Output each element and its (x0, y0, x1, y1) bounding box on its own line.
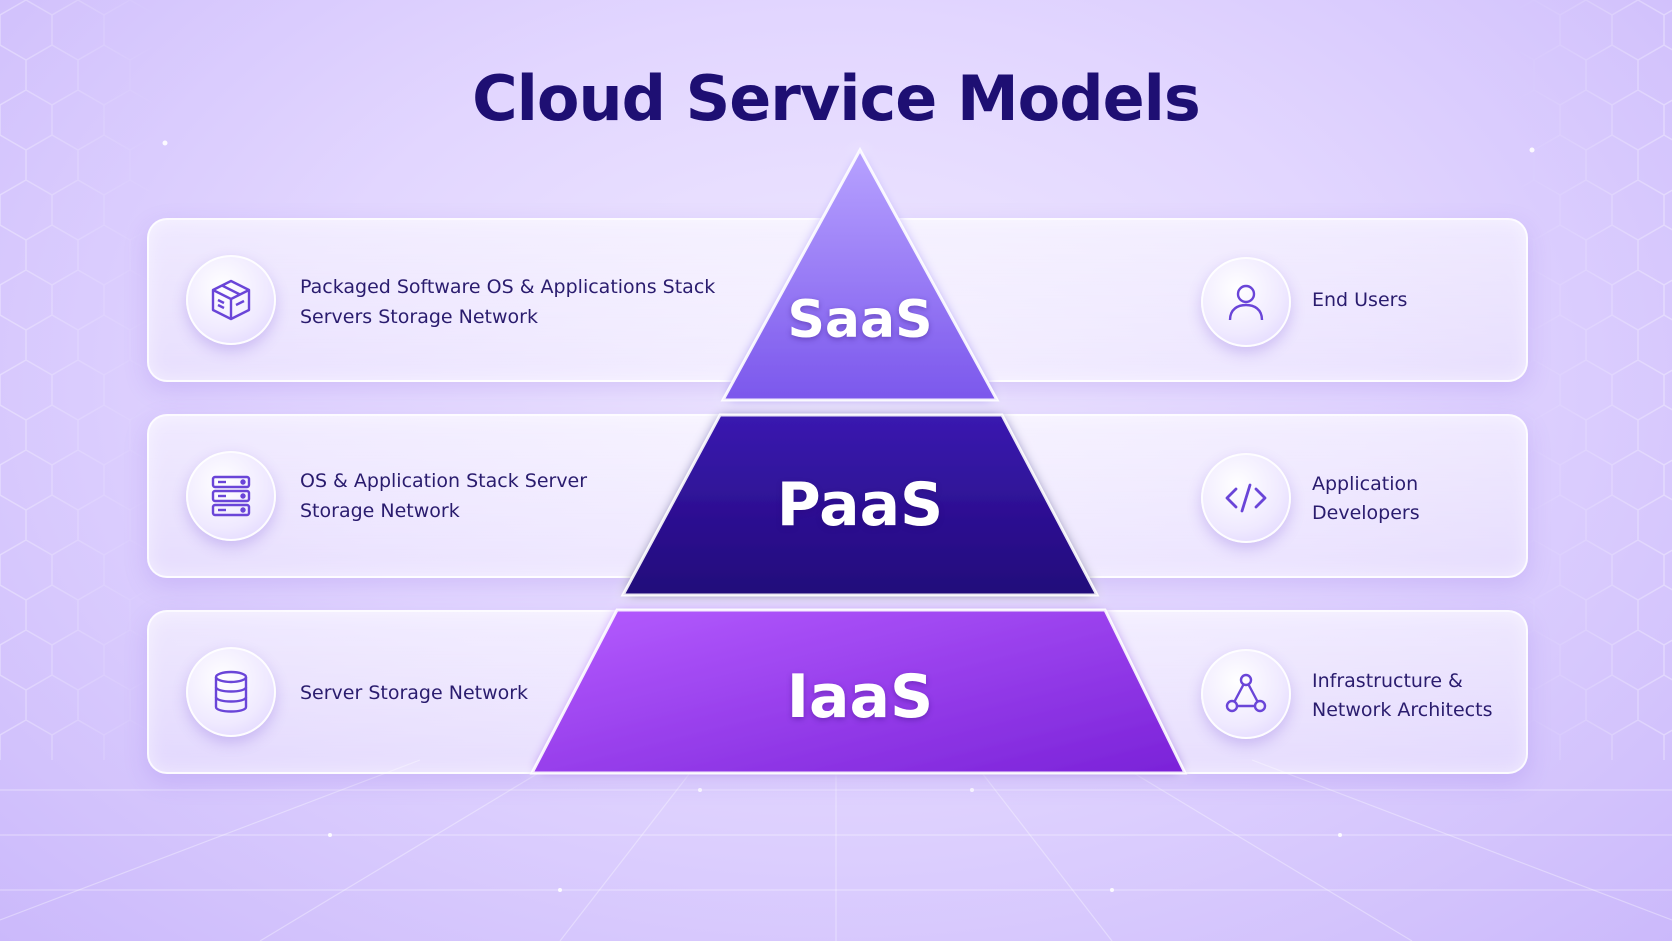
paas-left-line-1: OS & Application Stack Server (300, 470, 588, 492)
saas-left-line-1: Packaged Software OS & Applications Stac… (300, 276, 716, 298)
paas-right-line-2: Developers (1312, 502, 1420, 524)
saas-label: SaaS (787, 290, 933, 350)
database-icon (186, 647, 276, 737)
page-title: Cloud Service Models (472, 62, 1201, 135)
network-nodes-icon (1201, 649, 1291, 739)
paas-tier (620, 413, 1100, 597)
paas-label: PaaS (776, 470, 944, 540)
code-brackets-icon (1201, 453, 1291, 543)
server-rack-icon (186, 451, 276, 541)
iaas-right-text: Infrastructure & Network Architects (1312, 667, 1492, 725)
iaas-tier (529, 608, 1188, 775)
iaas-right-line-1: Infrastructure & (1312, 670, 1463, 692)
paas-right-line-1: Application (1312, 473, 1419, 495)
saas-left-text: Packaged Software OS & Applications Stac… (300, 272, 715, 332)
paas-right-text: Application Developers (1312, 470, 1420, 528)
package-box-icon (186, 255, 276, 345)
iaas-label: IaaS (786, 662, 934, 732)
saas-right-line-1: End Users (1312, 289, 1408, 311)
paas-left-line-2: Storage Network (300, 500, 460, 522)
user-icon (1201, 257, 1291, 347)
saas-tier (720, 146, 1000, 402)
iaas-left-line-1: Server Storage Network (300, 682, 529, 704)
paas-left-text: OS & Application Stack Server Storage Ne… (300, 466, 587, 526)
iaas-right-line-2: Network Architects (1312, 699, 1493, 721)
saas-left-line-2: Servers Storage Network (300, 306, 538, 328)
saas-right-text: End Users (1312, 286, 1407, 315)
iaas-left-text: Server Storage Network (300, 678, 528, 708)
